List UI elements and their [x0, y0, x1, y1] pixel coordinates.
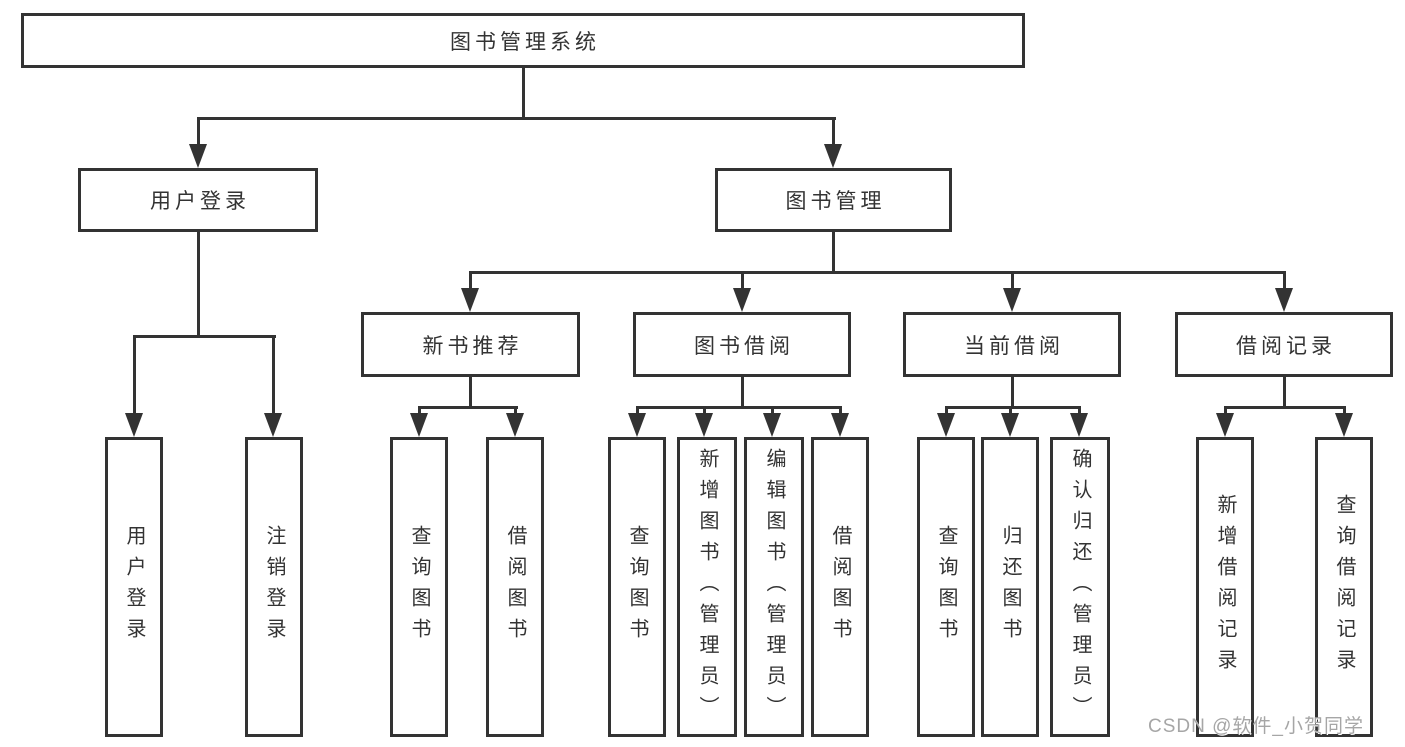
node-current-borrowing: 当前借阅	[903, 312, 1121, 377]
connector-root-stub	[522, 68, 525, 120]
node-leaf-bb-borrow-books-label: 借阅图书	[829, 525, 851, 649]
connector-br-branch	[1224, 406, 1345, 409]
node-leaf-br-add-record: 新增借阅记录	[1196, 437, 1254, 737]
connector-rec-stub	[469, 377, 472, 408]
node-leaf-cb-confirm-return-admin-label: 确认归还（管理员）	[1069, 447, 1091, 727]
node-leaf-br-query-record: 查询借阅记录	[1315, 437, 1373, 737]
arrowhead-br-query	[1335, 413, 1353, 437]
node-leaf-logout: 注销登录	[245, 437, 303, 737]
connector-drop-rec-query	[418, 406, 421, 418]
connector-drop-user-login	[197, 117, 200, 147]
node-leaf-rec-borrow-books-label: 借阅图书	[504, 525, 526, 649]
connector-level3-branch	[469, 271, 1286, 274]
arrowhead-logout	[264, 413, 282, 437]
node-user-login: 用户登录	[78, 168, 318, 232]
connector-drop-bb-add	[703, 406, 706, 418]
node-book-management: 图书管理	[715, 168, 952, 232]
connector-drop-book-borrow	[741, 271, 744, 293]
node-leaf-rec-query-books-label: 查询图书	[408, 525, 430, 649]
node-leaf-bb-edit-books-admin-label: 编辑图书（管理员）	[763, 447, 785, 727]
connector-user-login-branch	[133, 335, 276, 338]
csdn-watermark: CSDN @软件_小贺同学	[1148, 716, 1364, 737]
node-leaf-rec-query-books: 查询图书	[390, 437, 448, 737]
node-leaf-rec-borrow-books: 借阅图书	[486, 437, 544, 737]
connector-level2-branch	[197, 117, 836, 120]
arrowhead-cb-confirm	[1070, 413, 1088, 437]
node-user-login-label: 用户登录	[150, 190, 250, 213]
connector-drop-current-borrow	[1011, 271, 1014, 293]
connector-book-mgmt-stub	[832, 232, 835, 274]
node-new-book-recommend: 新书推荐	[361, 312, 580, 377]
node-leaf-logout-label: 注销登录	[263, 525, 285, 649]
node-leaf-bb-borrow-books: 借阅图书	[811, 437, 869, 737]
arrowhead-book-borrow	[733, 288, 751, 312]
node-leaf-bb-edit-books-admin: 编辑图书（管理员）	[744, 437, 804, 737]
connector-user-login-stub	[197, 232, 200, 338]
node-current-borrowing-label: 当前借阅	[964, 334, 1064, 358]
arrowhead-user-login	[189, 144, 207, 168]
connector-bb-branch	[636, 406, 842, 409]
node-leaf-cb-return-books: 归还图书	[981, 437, 1039, 737]
connector-br-stub	[1283, 377, 1286, 408]
arrowhead-cb-return	[1001, 413, 1019, 437]
node-leaf-bb-query-books: 查询图书	[608, 437, 666, 737]
node-book-management-label: 图书管理	[785, 190, 886, 213]
arrowhead-rec-query	[410, 413, 428, 437]
connector-drop-login	[133, 335, 136, 415]
connector-drop-bb-borrow	[839, 406, 842, 418]
connector-cb-branch	[945, 406, 1081, 409]
connector-drop-cb-confirm	[1078, 406, 1081, 418]
connector-cb-stub	[1011, 377, 1014, 408]
arrowhead-login	[125, 413, 143, 437]
connector-bb-stub	[741, 377, 744, 408]
node-library-management-system: 图书管理系统	[21, 13, 1025, 68]
node-new-book-recommend-label: 新书推荐	[422, 334, 523, 358]
connector-drop-br-add	[1224, 406, 1227, 418]
node-borrowing-records: 借阅记录	[1175, 312, 1393, 377]
node-leaf-cb-confirm-return-admin: 确认归还（管理员）	[1050, 437, 1110, 737]
node-book-borrowing: 图书借阅	[633, 312, 851, 377]
arrowhead-cb-query	[937, 413, 955, 437]
connector-drop-rec-borrow	[514, 406, 517, 418]
node-book-borrowing-label: 图书借阅	[694, 334, 794, 358]
connector-drop-bb-edit	[771, 406, 774, 418]
node-leaf-cb-query-books: 查询图书	[917, 437, 975, 737]
connector-drop-borrow-records	[1283, 271, 1286, 293]
arrowhead-book-mgmt	[824, 144, 842, 168]
node-leaf-bb-add-books-admin: 新增图书（管理员）	[677, 437, 737, 737]
arrowhead-bb-query	[628, 413, 646, 437]
arrowhead-br-add	[1216, 413, 1234, 437]
connector-drop-bb-query	[636, 406, 639, 418]
connector-drop-cb-query	[945, 406, 948, 418]
node-leaf-user-login: 用户登录	[105, 437, 163, 737]
connector-drop-br-query	[1343, 406, 1346, 418]
connector-drop-cb-return	[1009, 406, 1012, 418]
node-leaf-user-login-label: 用户登录	[123, 525, 145, 649]
node-leaf-bb-query-books-label: 查询图书	[626, 525, 648, 649]
connector-rec-branch	[418, 406, 518, 409]
arrowhead-bb-add	[695, 413, 713, 437]
arrowhead-bb-edit	[763, 413, 781, 437]
connector-drop-book-mgmt	[832, 117, 835, 147]
node-leaf-cb-query-books-label: 查询图书	[935, 525, 957, 649]
arrowhead-borrow-records	[1275, 288, 1293, 312]
node-leaf-cb-return-books-label: 归还图书	[999, 525, 1021, 649]
node-borrowing-records-label: 借阅记录	[1236, 334, 1336, 358]
arrowhead-current-borrow	[1003, 288, 1021, 312]
connector-drop-new-book-rec	[469, 271, 472, 293]
node-leaf-br-query-record-label: 查询借阅记录	[1333, 494, 1355, 680]
arrowhead-rec-borrow	[506, 413, 524, 437]
node-leaf-bb-add-books-admin-label: 新增图书（管理员）	[696, 447, 718, 727]
arrowhead-new-book-rec	[461, 288, 479, 312]
connector-drop-logout	[272, 335, 275, 415]
node-leaf-br-add-record-label: 新增借阅记录	[1214, 494, 1236, 680]
node-library-management-system-label: 图书管理系统	[450, 30, 600, 54]
arrowhead-bb-borrow	[831, 413, 849, 437]
